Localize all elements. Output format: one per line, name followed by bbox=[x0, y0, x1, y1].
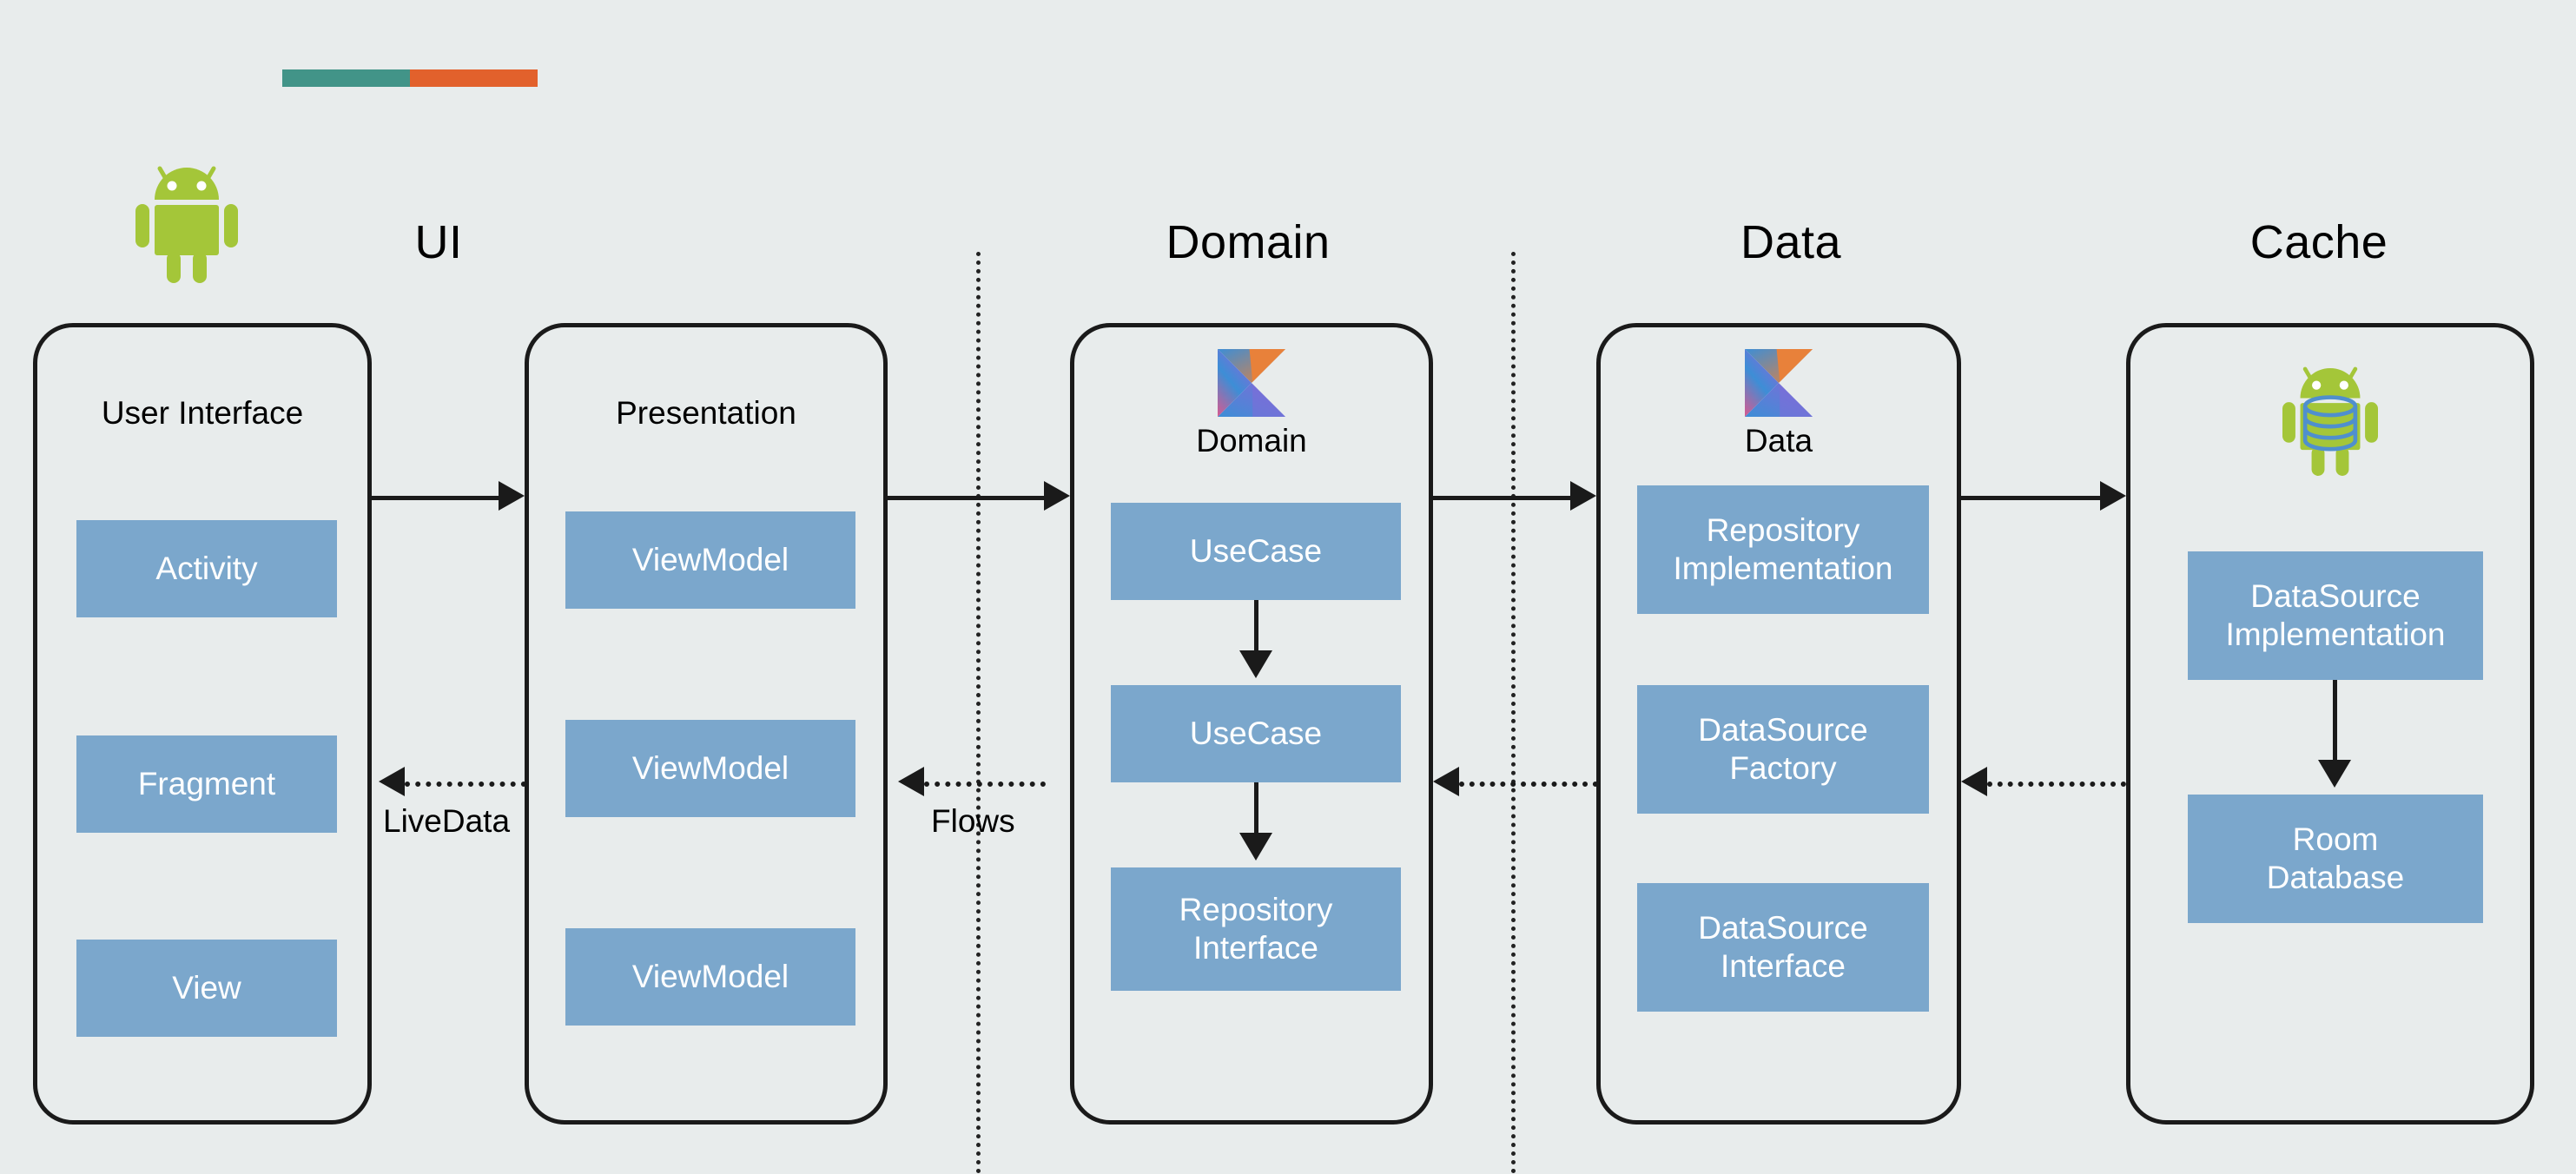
box-viewmodel-1[interactable]: ViewModel bbox=[565, 511, 855, 609]
box-repository-interface[interactable]: Repository Interface bbox=[1111, 867, 1401, 991]
column-header-data: Data bbox=[1740, 216, 1842, 268]
box-activity-label: Activity bbox=[155, 551, 258, 587]
card-cache[interactable]: DataSource Implementation Room Database bbox=[2126, 323, 2534, 1125]
connector-flows bbox=[924, 782, 1046, 787]
edge-label-flows: Flows bbox=[931, 803, 1015, 839]
accent-bar bbox=[282, 69, 538, 87]
card-presentation[interactable]: Presentation ViewModel ViewModel ViewMod… bbox=[525, 323, 888, 1125]
box-datasource-implementation-line2: Implementation bbox=[2225, 617, 2446, 652]
android-database-icon bbox=[2282, 352, 2378, 480]
card-title-domain: Domain bbox=[1196, 423, 1307, 458]
box-viewmodel-3-label: ViewModel bbox=[631, 959, 789, 995]
box-viewmodel-2[interactable]: ViewModel bbox=[565, 720, 855, 817]
box-repository-implementation[interactable]: Repository Implementation bbox=[1637, 485, 1929, 614]
boundary-divider-presentation-domain bbox=[976, 252, 981, 1174]
connector-datasourceimpl-roomdb bbox=[2333, 680, 2337, 765]
box-viewmodel-1-label: ViewModel bbox=[631, 542, 789, 578]
android-robot-icon bbox=[135, 155, 238, 283]
connector-data-to-cache bbox=[1961, 496, 2100, 500]
card-title-user-interface: User Interface bbox=[101, 395, 304, 431]
box-datasource-implementation[interactable]: DataSource Implementation bbox=[2188, 551, 2483, 680]
card-title-presentation: Presentation bbox=[616, 395, 796, 431]
column-header-domain: Domain bbox=[1166, 216, 1331, 268]
box-viewmodel-3[interactable]: ViewModel bbox=[565, 928, 855, 1026]
edge-label-livedata: LiveData bbox=[383, 803, 511, 839]
boundary-divider-domain-data bbox=[1511, 252, 1516, 1174]
box-fragment[interactable]: Fragment bbox=[76, 735, 337, 833]
connector-usecase1-usecase2 bbox=[1254, 600, 1258, 656]
box-datasource-factory-line1: DataSource bbox=[1698, 712, 1868, 749]
arrowhead-livedata bbox=[379, 767, 405, 796]
column-header-ui: UI bbox=[414, 216, 463, 268]
card-title-data: Data bbox=[1744, 423, 1813, 458]
arrowhead-usecase2-repository bbox=[1239, 833, 1272, 861]
connector-domain-to-data bbox=[1433, 496, 1570, 500]
card-data[interactable]: Data Repository Implementation DataSourc… bbox=[1596, 323, 1961, 1125]
column-header-cache: Cache bbox=[2249, 216, 2388, 268]
box-room-database-line1: Room bbox=[2292, 821, 2379, 858]
arrowhead-flows bbox=[898, 767, 924, 796]
connector-cache-to-data-reverse bbox=[1987, 782, 2126, 787]
box-datasource-interface[interactable]: DataSource Interface bbox=[1637, 883, 1929, 1012]
arrowhead-data-to-cache bbox=[2100, 481, 2126, 511]
box-usecase-2[interactable]: UseCase bbox=[1111, 685, 1401, 782]
accent-bar-teal-segment bbox=[282, 69, 410, 87]
box-datasource-interface-line2: Interface bbox=[1721, 948, 1846, 984]
connector-ui-to-presentation bbox=[372, 496, 499, 500]
card-user-interface[interactable]: User Interface Activity Fragment View bbox=[33, 323, 372, 1125]
box-room-database-line2: Database bbox=[2266, 860, 2405, 895]
box-fragment-label: Fragment bbox=[137, 766, 276, 802]
arrowhead-domain-to-data bbox=[1570, 481, 1596, 511]
arrowhead-cache-to-data-reverse bbox=[1961, 767, 1987, 796]
box-room-database[interactable]: Room Database bbox=[2188, 795, 2483, 923]
box-usecase-1-label: UseCase bbox=[1189, 533, 1323, 570]
box-datasource-factory-line2: Factory bbox=[1729, 750, 1837, 786]
connector-usecase2-repository bbox=[1254, 782, 1258, 838]
arrowhead-usecase1-usecase2 bbox=[1239, 650, 1272, 678]
arrowhead-presentation-to-domain bbox=[1044, 481, 1070, 511]
box-repository-interface-line2: Interface bbox=[1193, 930, 1318, 966]
connector-data-to-domain-reverse bbox=[1459, 782, 1598, 787]
box-viewmodel-2-label: ViewModel bbox=[631, 750, 789, 787]
box-repository-implementation-line1: Repository bbox=[1706, 512, 1860, 549]
arrowhead-data-to-domain-reverse bbox=[1433, 767, 1459, 796]
box-view[interactable]: View bbox=[76, 940, 337, 1037]
box-repository-interface-line1: Repository bbox=[1179, 892, 1333, 928]
box-view-label: View bbox=[172, 970, 241, 1006]
box-activity[interactable]: Activity bbox=[76, 520, 337, 617]
box-usecase-1[interactable]: UseCase bbox=[1111, 503, 1401, 600]
box-usecase-2-label: UseCase bbox=[1189, 716, 1323, 752]
card-domain[interactable]: Domain UseCase UseCase Repository Interf… bbox=[1070, 323, 1433, 1125]
connector-presentation-to-domain bbox=[888, 496, 1044, 500]
box-repository-implementation-line2: Implementation bbox=[1673, 551, 1893, 586]
accent-bar-orange-segment bbox=[410, 69, 538, 87]
kotlin-logo-icon bbox=[1218, 349, 1285, 417]
arrowhead-ui-to-presentation bbox=[499, 481, 525, 511]
box-datasource-factory[interactable]: DataSource Factory bbox=[1637, 685, 1929, 814]
arrowhead-datasourceimpl-roomdb bbox=[2318, 760, 2351, 788]
box-datasource-implementation-line1: DataSource bbox=[2250, 578, 2421, 615]
kotlin-logo-icon bbox=[1745, 349, 1813, 417]
connector-livedata bbox=[405, 782, 526, 787]
box-datasource-interface-line1: DataSource bbox=[1698, 910, 1868, 946]
